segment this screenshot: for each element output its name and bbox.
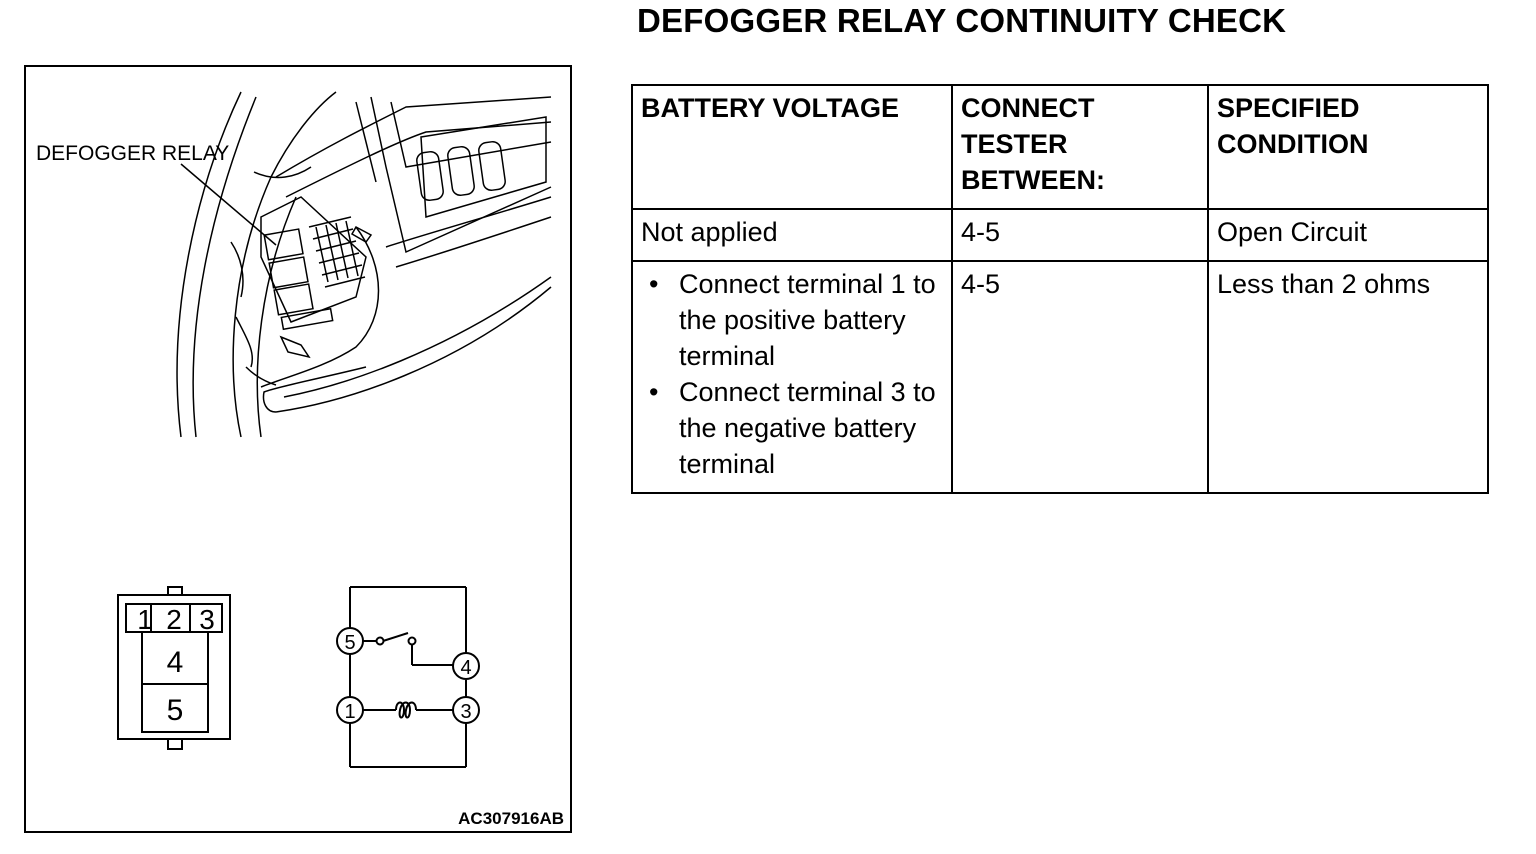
cell-condition: Open Circuit <box>1207 208 1489 262</box>
cell-voltage: Connect terminal 1 to the positive batte… <box>631 260 953 494</box>
figure-code: AC307916AB <box>458 809 564 828</box>
connector-face: 1 2 3 4 5 <box>117 586 231 750</box>
voltage-steps-list: Connect terminal 1 to the positive batte… <box>641 266 943 482</box>
circuit-terminal-3-label: 3 <box>460 701 471 723</box>
list-item: Connect terminal 1 to the positive batte… <box>641 266 943 374</box>
header-specified-condition: SPECIFIED CONDITION <box>1207 84 1489 210</box>
table-header-row: BATTERY VOLTAGE CONNECT TESTER BETWEEN: … <box>631 84 1489 210</box>
table-row: Connect terminal 1 to the positive batte… <box>631 260 1489 494</box>
header-battery-voltage: BATTERY VOLTAGE <box>631 84 953 210</box>
page-title: DEFOGGER RELAY CONTINUITY CHECK <box>637 2 1287 39</box>
dashboard-drawing <box>176 91 552 438</box>
circuit-terminal-4-label: 4 <box>460 657 471 679</box>
defogger-relay-label: DEFOGGER RELAY <box>36 142 230 165</box>
connector-terminal-3-label: 3 <box>199 604 215 635</box>
cell-tester: 4-5 <box>951 260 1209 494</box>
list-item: Connect terminal 3 to the negative batte… <box>641 374 943 482</box>
circuit-terminal-5-label: 5 <box>344 632 355 654</box>
header-connect-tester: CONNECT TESTER BETWEEN: <box>951 84 1209 210</box>
connector-terminal-1-label: 1 <box>137 604 153 635</box>
connector-terminal-5-label: 5 <box>167 694 184 727</box>
continuity-check-table: BATTERY VOLTAGE CONNECT TESTER BETWEEN: … <box>631 84 1489 494</box>
relay-illustration: 1 2 3 4 5 <box>117 91 552 768</box>
table-row: Not applied 4-5 Open Circuit <box>631 208 1489 262</box>
relay-circuit: 5 4 1 3 <box>336 586 480 768</box>
cell-condition: Less than 2 ohms <box>1207 260 1489 494</box>
connector-terminal-4-label: 4 <box>167 646 184 679</box>
relay-figure: 1 2 3 4 5 <box>24 65 572 833</box>
circuit-terminal-1-label: 1 <box>344 701 355 723</box>
connector-terminal-2-label: 2 <box>166 604 182 635</box>
cell-tester: 4-5 <box>951 208 1209 262</box>
cell-voltage: Not applied <box>631 208 953 262</box>
